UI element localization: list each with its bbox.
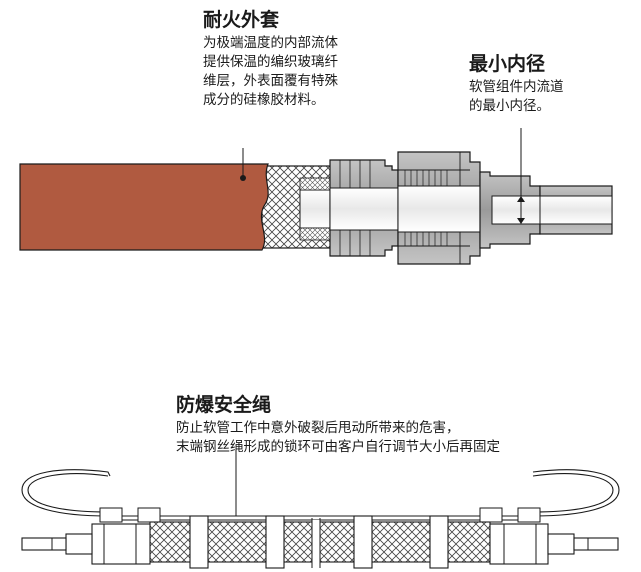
hose-collar xyxy=(429,515,449,569)
fire-sleeve-hose-assembly xyxy=(19,128,613,265)
rope-clip xyxy=(99,507,123,523)
fire-sleeve-title: 耐火外套 xyxy=(203,9,280,31)
rope-clip xyxy=(517,507,541,523)
rope-clip xyxy=(137,507,161,523)
min-bore-description: 软管组件内流道 的最小内径。 xyxy=(469,79,564,114)
rope-clip xyxy=(479,507,503,523)
hose-collar xyxy=(189,515,209,569)
left-end-fitting xyxy=(91,523,151,565)
whip-rope-title: 防爆安全绳 xyxy=(176,394,272,416)
right-end-fitting xyxy=(489,523,549,565)
right-rope-loop xyxy=(532,469,620,517)
hose-collar xyxy=(353,515,373,569)
min-bore-title: 最小内径 xyxy=(469,53,546,75)
whip-rope-description: 防止软管工作中意外破裂后甩动所带来的危害， 末端钢丝绳形成的锁环可由客户自行调节… xyxy=(176,420,500,455)
left-rope-loop xyxy=(21,469,111,517)
fire-sleeve-callout: 耐火外套 为极端温度的内部流体 提供保温的编织玻璃纤 维层，外表面覆有特殊 成分… xyxy=(203,8,433,110)
fire-sleeve-jacket xyxy=(19,163,269,251)
fire-sleeve-description: 为极端温度的内部流体 提供保温的编织玻璃纤 维层，外表面覆有特殊 成分的硅橡胶材… xyxy=(203,35,338,108)
hose-collar xyxy=(265,515,285,569)
anti-whip-hose-assembly xyxy=(21,450,620,569)
min-bore-callout: 最小内径 软管组件内流道 的最小内径。 xyxy=(469,52,639,116)
whip-rope-callout: 防爆安全绳 防止软管工作中意外破裂后甩动所带来的危害， 末端钢丝绳形成的锁环可由… xyxy=(176,393,636,457)
